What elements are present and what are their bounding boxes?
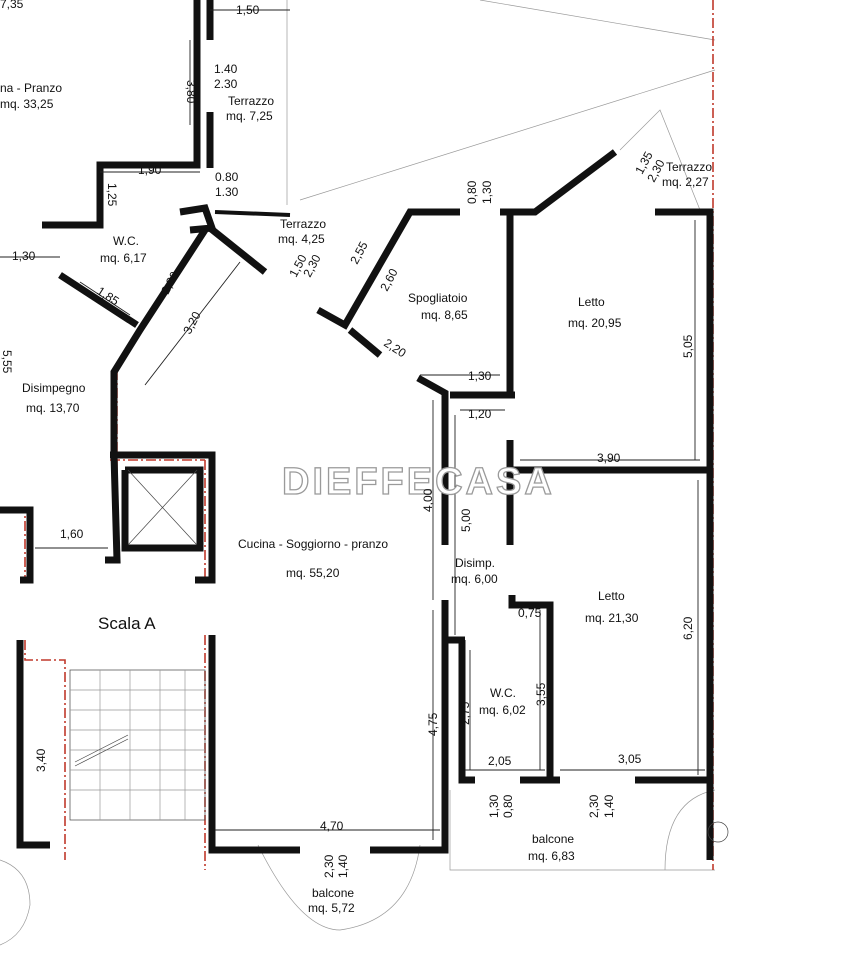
- room-labels: na - Pranzo mq. 33,25 Terrazzo mq. 7,25 …: [0, 81, 712, 915]
- dim-label: 2,30: [322, 854, 336, 878]
- dim-label: 2,05: [488, 754, 512, 768]
- room-area-wc-1: mq. 6,17: [100, 251, 147, 265]
- walls: [0, 0, 714, 860]
- dim-label: 5,00: [459, 508, 473, 532]
- dimension-labels: 7,35 1,50 3,80 1.40 2.30 0.80 1.30 1,90 …: [0, 0, 695, 878]
- room-name-letto-1: Letto: [578, 295, 605, 309]
- dim-label: 1,90: [138, 163, 162, 177]
- room-name-cucina-pranzo-top: na - Pranzo: [0, 81, 62, 95]
- column-marker: [707, 821, 729, 843]
- dim-label: 1.40: [214, 62, 238, 76]
- room-name-wc-2: W.C.: [490, 686, 516, 700]
- dim-label: 0,80: [501, 794, 515, 818]
- room-area-terrazzo-1: mq. 7,25: [226, 109, 273, 123]
- dim-label: 1,30: [487, 794, 501, 818]
- room-name-scala: Scala A: [98, 614, 156, 633]
- room-area-cucina-pranzo-top: mq. 33,25: [0, 97, 54, 111]
- dim-label: 7,35: [0, 0, 24, 11]
- dim-label: 5,55: [0, 350, 14, 374]
- staircase: [70, 469, 205, 820]
- room-area-disimp: mq. 6,00: [451, 572, 498, 586]
- room-area-cucina-soggiorno: mq. 55,20: [286, 566, 340, 580]
- dim-label: 4,70: [320, 819, 344, 833]
- terrace-outlines: [0, 0, 716, 946]
- dim-label: 0,75: [518, 606, 542, 620]
- dim-label: 3,80: [184, 80, 198, 104]
- dim-label: 1,50: [236, 3, 260, 17]
- room-area-letto-2: mq. 21,30: [585, 611, 639, 625]
- dim-label: 2,75: [458, 701, 472, 725]
- room-name-disimpegno: Disimpegno: [22, 381, 86, 395]
- dim-label: 4,75: [426, 712, 440, 736]
- dim-label: 3,05: [618, 752, 642, 766]
- room-area-balcone-1: mq. 5,72: [308, 901, 355, 915]
- room-area-disimpegno: mq. 13,70: [26, 401, 80, 415]
- dim-label: 1,30: [12, 249, 36, 263]
- dim-label: 3,55: [534, 682, 548, 706]
- room-name-terrazzo-2: Terrazzo: [280, 217, 326, 231]
- room-area-balcone-2: mq. 6,83: [528, 849, 575, 863]
- dimension-lines: [0, 9, 705, 840]
- dim-label: 4,00: [421, 488, 435, 512]
- dim-label: 3,40: [34, 748, 48, 772]
- room-name-terrazzo-3: Terrazzo: [666, 160, 712, 174]
- dim-label: 2,20: [381, 336, 408, 361]
- room-area-spogliatoio: mq. 8,65: [421, 308, 468, 322]
- dim-label: 2,30: [587, 794, 601, 818]
- room-name-balcone-1: balcone: [312, 886, 354, 900]
- room-area-terrazzo-2: mq. 4,25: [278, 232, 325, 246]
- dim-label: 1,20: [468, 407, 492, 421]
- room-name-balcone-2: balcone: [532, 832, 574, 846]
- dim-label: 2,55: [347, 239, 370, 266]
- room-area-wc-2: mq. 6,02: [479, 703, 526, 717]
- room-name-terrazzo-1: Terrazzo: [228, 94, 274, 108]
- room-name-spogliatoio: Spogliatoio: [408, 291, 468, 305]
- dim-label: 1,30: [468, 369, 492, 383]
- room-name-cucina-soggiorno: Cucina - Soggiorno - pranzo: [238, 537, 388, 551]
- dim-label: 0,80: [465, 180, 479, 204]
- room-name-letto-2: Letto: [598, 589, 625, 603]
- dim-label: 1,25: [105, 183, 119, 207]
- dim-label: 2,60: [377, 266, 400, 293]
- room-name-disimp: Disimp.: [455, 556, 495, 570]
- watermark: DIEFFECASA: [282, 461, 555, 503]
- dim-label: 1,40: [602, 794, 616, 818]
- dim-label: 3,90: [597, 451, 621, 465]
- dim-label: 5,05: [681, 334, 695, 358]
- dim-label: 2.30: [214, 77, 238, 91]
- dim-label: 6,20: [681, 616, 695, 640]
- room-area-letto-1: mq. 20,95: [568, 316, 622, 330]
- dim-label: 1.30: [215, 185, 239, 199]
- dim-label: 0.80: [215, 170, 239, 184]
- room-area-terrazzo-3: mq. 2,27: [662, 175, 709, 189]
- structural-lines: [0, 0, 714, 870]
- dim-label: 1,60: [60, 527, 84, 541]
- dim-label: 1,30: [480, 180, 494, 204]
- room-name-wc-1: W.C.: [113, 234, 139, 248]
- dim-label: 1,40: [336, 854, 350, 878]
